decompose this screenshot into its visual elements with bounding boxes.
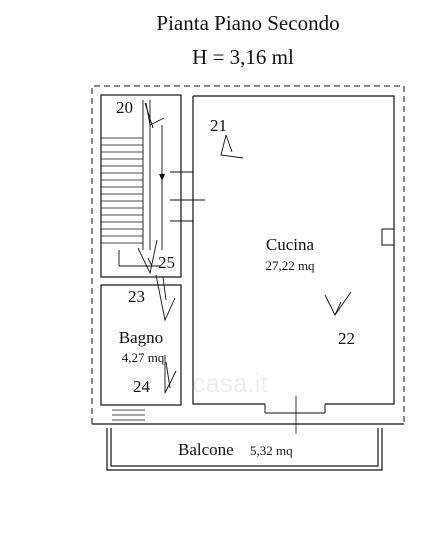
- camera-view-icon-25: [137, 239, 158, 275]
- camera-view-icon-24: [164, 355, 177, 394]
- photo-point-23: 23: [128, 287, 145, 306]
- watermark: casa.it: [192, 368, 268, 398]
- balcony: [92, 423, 404, 471]
- stair-kitchen-partition: [170, 171, 205, 222]
- photo-point-markers: [137, 102, 352, 394]
- stairwell: [100, 94, 182, 278]
- photo-point-21: 21: [210, 116, 227, 135]
- photo-point-20: 20: [116, 98, 133, 117]
- balcony-label: Balcone: [178, 440, 234, 459]
- plan-title: Pianta Piano Secondo: [156, 11, 339, 35]
- photo-point-22: 22: [338, 329, 355, 348]
- outer-wall: [91, 85, 405, 424]
- bathroom-area: 4,27 mq: [122, 350, 165, 365]
- bathroom-label: Bagno: [119, 328, 163, 347]
- floor-height-label: H = 3,16 ml: [192, 45, 294, 69]
- kitchen-label: Cucina: [266, 235, 315, 254]
- balcony-label-group: Balcone 5,32 mq: [178, 440, 293, 459]
- stair-arrow-icon: [159, 174, 165, 181]
- balcony-area: 5,32 mq: [250, 443, 293, 458]
- photo-point-24: 24: [133, 377, 151, 396]
- photo-point-25: 25: [158, 253, 175, 272]
- camera-view-icon-23: [155, 274, 176, 322]
- kitchen-area: 27,22 mq: [265, 258, 315, 273]
- kitchen-room: [192, 95, 395, 434]
- camera-view-icon-21: [220, 134, 244, 159]
- camera-view-icon-22: [324, 291, 352, 316]
